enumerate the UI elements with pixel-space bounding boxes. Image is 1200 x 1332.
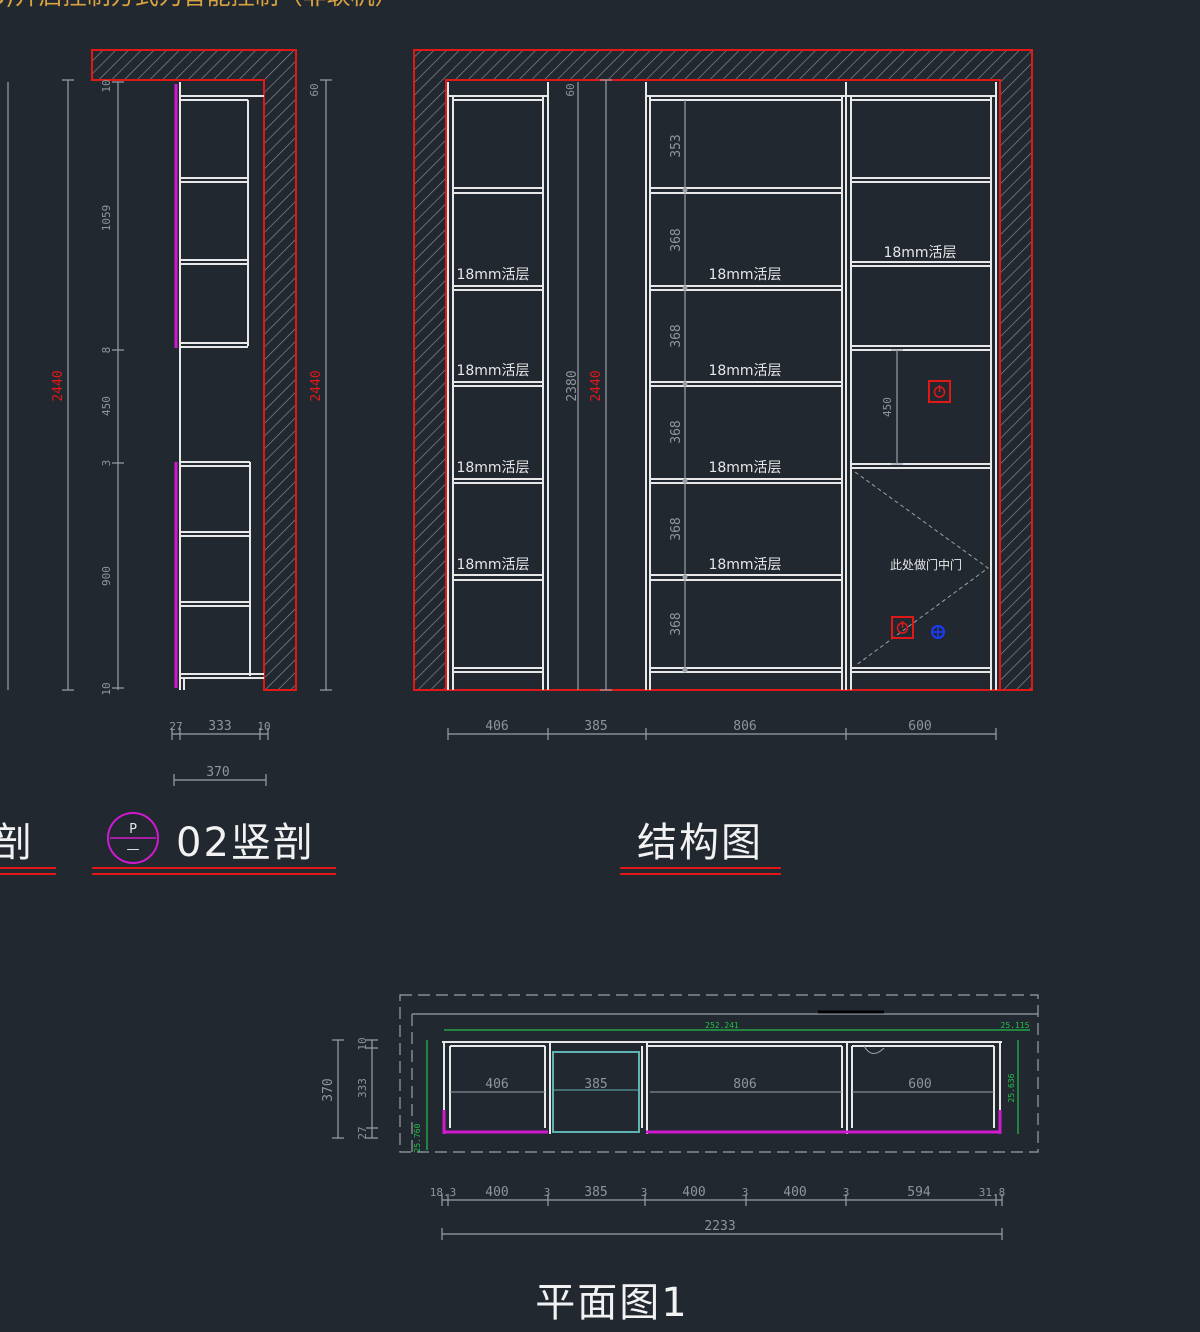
plan-bottom-1: 400 (485, 1185, 508, 1200)
plan-green-left: 25.760 (413, 1123, 422, 1152)
shelf-label-c3-4: 18mm活层 (708, 557, 781, 573)
section-symbol (107, 812, 159, 864)
shelves-col-1 (448, 95, 548, 673)
plan-bottom-4: 3 (641, 1186, 648, 1199)
elev-bottom-0: 406 (485, 719, 508, 734)
ls-dim-1: 1059 (100, 205, 113, 232)
ls-dim-0: 10 (100, 79, 113, 92)
plan-bottom-7: 400 (783, 1185, 806, 1200)
ls-bottom-2: 10 (257, 720, 270, 733)
elevation-drawing: 18mm活层 18mm活层 18mm活层 18mm活层 18mm活层 18mm活… (413, 49, 1033, 740)
plan-bottom-3: 385 (584, 1185, 607, 1200)
left-section: 2440 10 1059 8 450 3 900 10 (7, 49, 332, 786)
ls-right-height: 2440 (309, 370, 324, 401)
plan-drawing: 252.241 25.115 25.760 25.636 406 3 (321, 994, 1039, 1240)
ls-dim-3: 450 (100, 396, 113, 416)
ls-bottom-0: 27 (169, 720, 182, 733)
elevation-height-inner: 2380 (565, 370, 580, 401)
section-symbol-bottom: — (127, 842, 140, 857)
plan-left-dim-3: 27 (356, 1126, 369, 1139)
plan-bottom-0: 18.3 (430, 1186, 457, 1199)
section-02-title-text: 02竖剖 (176, 820, 315, 866)
elevation-top-small: 60 (564, 83, 577, 96)
shelves-col-4 (846, 95, 996, 673)
shelves-col-3 (646, 95, 846, 673)
shelf-label-c4-1: 18mm活层 (883, 245, 956, 261)
elev-right-dim: 450 (881, 397, 894, 417)
door-swing-lines (854, 471, 989, 667)
plan-left-dim-2: 333 (356, 1078, 369, 1098)
door-in-door-note: 此处做门中门 (890, 557, 962, 572)
plan-bottom-5: 400 (682, 1185, 705, 1200)
left-section-cabinet (179, 82, 264, 690)
section-symbol-top: P (129, 822, 137, 837)
drawing-header: 3)开启控制方式为智能控制（非联机） (0, 0, 399, 10)
ls-bottom-total: 370 (206, 765, 229, 780)
elev-mid-dim-0: 353 (669, 134, 684, 157)
plan-green-top-right: 25.115 (1001, 1021, 1030, 1030)
plan-bottom-8: 3 (843, 1186, 850, 1199)
plan-bottom-2: 3 (544, 1186, 551, 1199)
plan-carcass (442, 1041, 1002, 1134)
plan-comp-2: 806 (733, 1077, 756, 1092)
elev-mid-dim-5: 368 (669, 612, 684, 635)
ls-bottom-1: 333 (208, 719, 231, 734)
elev-mid-dim-4: 368 (669, 517, 684, 540)
shelf-label-c3-2: 18mm活层 (708, 363, 781, 379)
plan-green-top-left: 252.241 (705, 1021, 739, 1030)
plan-comp-1: 385 (584, 1077, 607, 1092)
plan-left-dim-1: 10 (356, 1037, 369, 1050)
left-title-fragment: 剖 (0, 820, 34, 866)
plan-bottom-9: 594 (907, 1185, 931, 1200)
elev-bottom-1: 385 (584, 719, 607, 734)
network-outlet-icon (931, 625, 945, 639)
elevation-height-total: 2440 (589, 370, 604, 401)
plan-bottom-6: 3 (742, 1186, 749, 1199)
shelf-label-c1-1: 18mm活层 (456, 267, 529, 283)
section-02-title: P — 02竖剖 (92, 812, 336, 875)
shelf-label-c3-3: 18mm活层 (708, 460, 781, 476)
power-socket-icon (928, 380, 951, 403)
ls-top-small: 60 (308, 83, 321, 96)
ls-dim-6: 10 (100, 682, 113, 695)
power-socket-icon (891, 616, 914, 639)
shelf-label-c1-4: 18mm活层 (456, 557, 529, 573)
ls-dim-2: 8 (100, 347, 113, 354)
plan-bottom-10: 31.8 (979, 1186, 1006, 1199)
elev-mid-dim-2: 368 (669, 324, 684, 347)
elev-mid-dim-1: 368 (669, 228, 684, 251)
left-height-label: 2440 (51, 370, 66, 401)
shelf-label-c3-1: 18mm活层 (708, 267, 781, 283)
elevation-title: 结构图 (637, 820, 763, 866)
plan-title: 平面图1 (535, 1280, 688, 1326)
shelf-label-c1-3: 18mm活层 (456, 460, 529, 476)
plan-left-total: 370 (321, 1078, 336, 1101)
plan-total: 2233 (704, 1219, 735, 1234)
elevation-uprights (447, 82, 997, 690)
elev-mid-dim-3: 368 (669, 420, 684, 443)
plan-comp-3: 600 (908, 1077, 931, 1092)
plan-open-bay (552, 1051, 640, 1133)
elev-bottom-2: 806 (733, 719, 756, 734)
ls-dim-4: 3 (100, 460, 113, 467)
plan-comp-0: 406 (485, 1077, 508, 1092)
elev-bottom-3: 600 (908, 719, 931, 734)
ls-dim-5: 900 (100, 566, 113, 586)
shelf-label-c1-2: 18mm活层 (456, 363, 529, 379)
plan-green-right: 25.636 (1007, 1073, 1016, 1102)
left-section-wall (91, 49, 297, 691)
